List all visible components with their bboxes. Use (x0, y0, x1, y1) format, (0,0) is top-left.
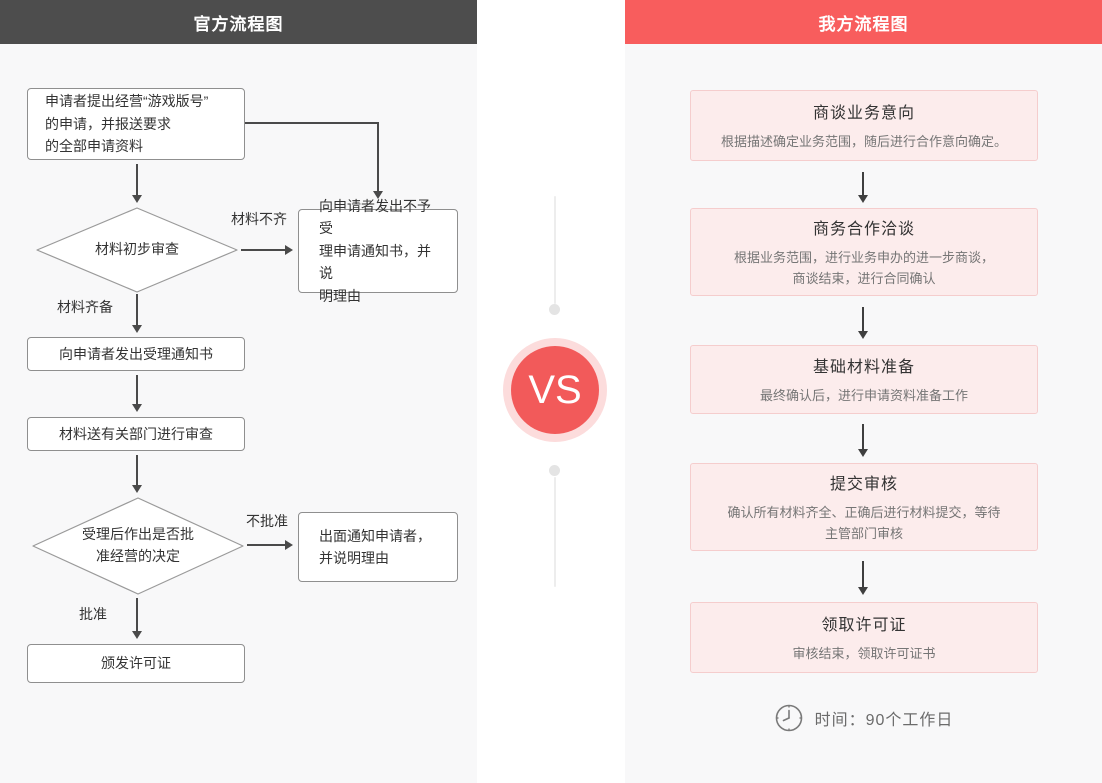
step-box-material-preparation: 基础材料准备 最终确认后，进行申请资料准备工作 (690, 345, 1038, 414)
vs-label: VS (528, 368, 582, 412)
edge-label-not-approved: 不批准 (246, 513, 288, 529)
step-arrow-3 (858, 424, 868, 457)
official-flow-title: 官方流程图 (193, 14, 284, 34)
flow-decision-initial-review-text: 材料初步审查 (95, 241, 179, 258)
arrow-apply-to-review (132, 164, 142, 203)
flow-node-notify-reject: 出面通知申请者， 并说明理由 (298, 512, 458, 582)
flow-node-issue-license: 颁发许可证 (27, 644, 245, 683)
step-arrow-2 (858, 307, 868, 339)
diamond-shape (36, 207, 238, 293)
step-title: 商务合作洽谈 (812, 221, 915, 239)
arrow-accept-to-dept (132, 375, 142, 412)
time-text: 时间：90个工作日 (814, 712, 954, 729)
center-divider-bottom-dot (549, 465, 560, 476)
step-title: 领取许可证 (821, 616, 907, 634)
flow-decision-approval: 受理后作出是否批 准经营的决定 (32, 497, 244, 595)
flow-node-issue-license-text: 颁发许可证 (101, 655, 171, 672)
arrow-decision-to-license (132, 598, 142, 639)
arrow-dept-to-decision (132, 455, 142, 493)
step-title: 商谈业务意向 (812, 104, 915, 122)
step-desc: 根据业务范围，进行业务申办的进一步商谈， 商谈结束，进行合同确认 (733, 250, 994, 286)
edge-label-complete: 材料齐备 (57, 299, 113, 315)
center-divider-top (554, 196, 556, 304)
step-box-get-license: 领取许可证 审核结束，领取许可证书 (690, 602, 1038, 673)
arrow-review-to-accept (132, 294, 142, 333)
flow-node-apply-text: 申请者提出经营“游戏版号” 的申请，并报送要求 的全部申请资料 (45, 93, 209, 155)
step-desc: 确认所有材料齐全、正确后进行材料提交，等待 主管部门审核 (727, 505, 1001, 541)
step-desc: 最终确认后，进行申请资料准备工作 (759, 387, 968, 403)
vs-badge-inner: VS (511, 346, 599, 434)
center-divider-bottom (554, 477, 556, 587)
flow-node-reject-notice: 向申请者发出不予受 理申请通知书，并说 明理由 (298, 198, 458, 304)
flow-decision-initial-review: 材料初步审查 (36, 207, 238, 293)
step-arrow-1 (858, 172, 868, 203)
step-box-cooperation-talks: 商务合作洽谈 根据业务范围，进行业务申办的进一步商谈， 商谈结束，进行合同确认 (690, 208, 1038, 296)
clock-icon (774, 703, 804, 733)
arrow-review-to-reject (241, 245, 293, 255)
step-desc: 审核结束，领取许可证书 (792, 645, 936, 661)
our-flow-header: 我方流程图 (625, 0, 1102, 44)
edge-label-approved: 批准 (79, 606, 107, 622)
flow-node-notify-reject-text: 出面通知申请者， 并说明理由 (319, 527, 431, 566)
step-box-business-intent: 商谈业务意向 根据描述确定业务范围，随后进行合作意向确定。 (690, 90, 1038, 161)
time-row: 时间：90个工作日 (625, 703, 1102, 733)
diamond-shape (32, 497, 244, 595)
edge-label-incomplete: 材料不齐 (231, 211, 287, 227)
step-arrow-4 (858, 561, 868, 595)
step-title: 基础材料准备 (812, 358, 915, 376)
flow-node-accept-notice-text: 向申请者发出受理通知书 (59, 345, 213, 362)
flow-node-apply: 申请者提出经营“游戏版号” 的申请，并报送要求 的全部申请资料 (27, 88, 245, 160)
elbow-apply-to-reject-vertical (373, 122, 383, 199)
center-divider-top-dot (549, 304, 560, 315)
flow-decision-approval-text: 受理后作出是否批 准经营的决定 (82, 526, 194, 564)
step-box-submit-review: 提交审核 确认所有材料齐全、正确后进行材料提交，等待 主管部门审核 (690, 463, 1038, 551)
elbow-apply-to-reject-horizontal (245, 122, 379, 124)
flow-node-accept-notice: 向申请者发出受理通知书 (27, 337, 245, 371)
vs-badge: VS (503, 338, 607, 442)
step-title: 提交审核 (829, 476, 898, 494)
flow-node-dept-review-text: 材料送有关部门进行审查 (59, 425, 213, 442)
step-desc: 根据描述确定业务范围，随后进行合作意向确定。 (720, 133, 1007, 149)
arrow-decision-to-notify (247, 540, 293, 550)
flow-node-dept-review: 材料送有关部门进行审查 (27, 417, 245, 451)
flow-node-reject-notice-text: 向申请者发出不予受 理申请通知书，并说 明理由 (319, 198, 431, 304)
our-flow-title: 我方流程图 (818, 14, 909, 34)
official-flow-header: 官方流程图 (0, 0, 477, 44)
